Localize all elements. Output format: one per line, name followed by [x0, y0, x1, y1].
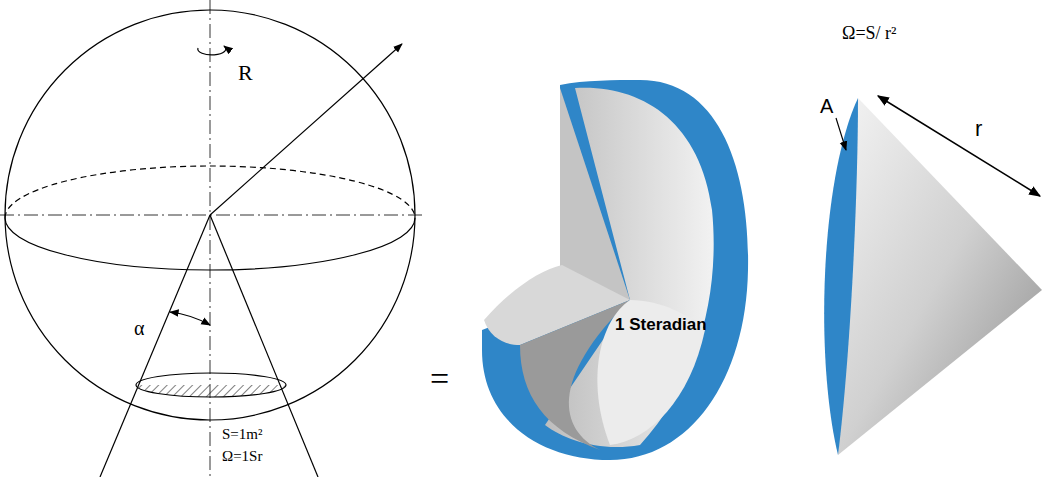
formula-label: Ω=S/ r²	[842, 24, 896, 42]
angle-label: α	[134, 318, 144, 338]
length-label: r	[975, 118, 982, 140]
sphere-cutout	[482, 80, 748, 460]
solid-angle-label: Ω=1Sr	[222, 449, 262, 464]
area-label: S=1m²	[222, 427, 262, 442]
cone	[824, 96, 1042, 455]
radius-label: R	[238, 62, 253, 84]
sphere	[0, 0, 425, 477]
area-letter: A	[820, 96, 833, 116]
equals-sign: =	[430, 362, 449, 396]
steradian-label: 1 Steradian	[615, 316, 707, 333]
